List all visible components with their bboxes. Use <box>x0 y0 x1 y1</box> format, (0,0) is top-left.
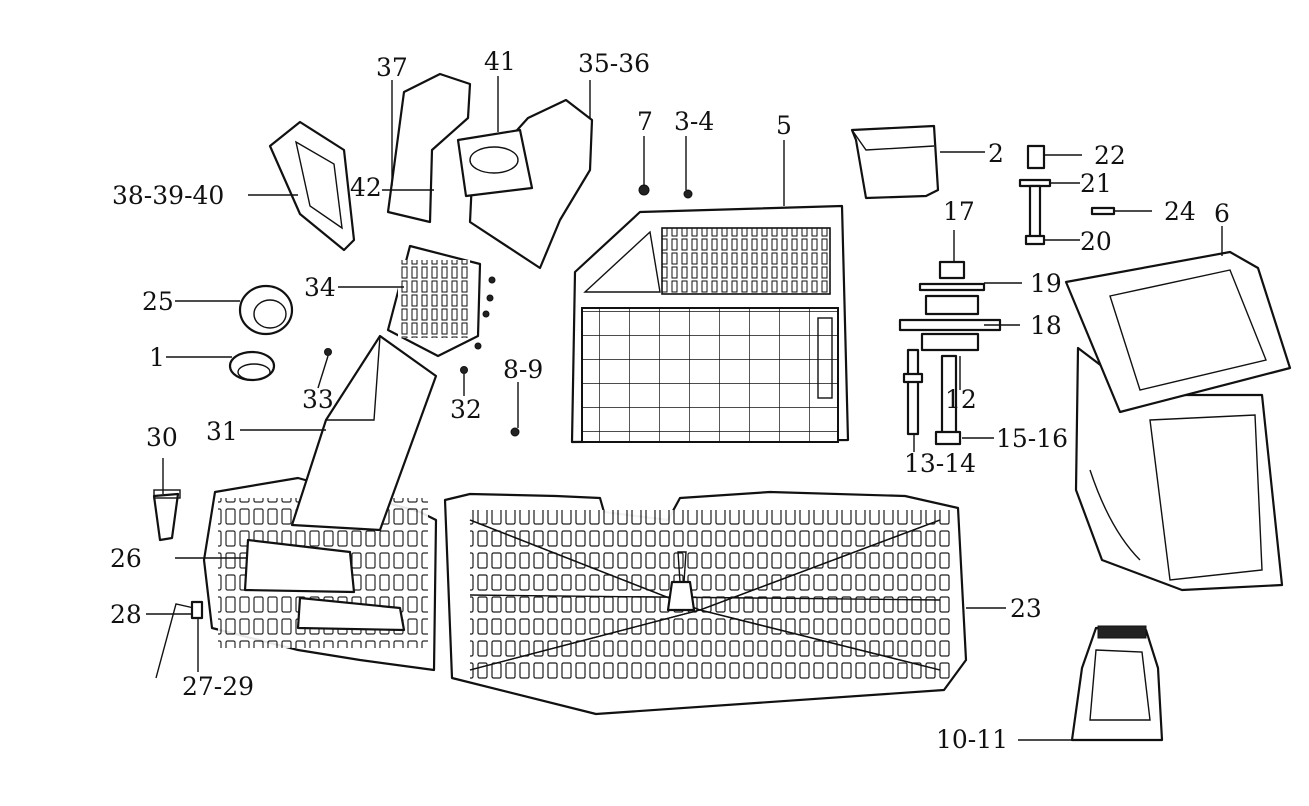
label-31: 31 <box>206 417 238 446</box>
part-25-knob <box>238 284 294 336</box>
part-23-floor <box>443 490 968 716</box>
label-10-11: 10-11 <box>936 725 1008 754</box>
label-34: 34 <box>304 273 336 302</box>
label-23: 23 <box>1010 594 1042 623</box>
leader-lines <box>146 76 1223 741</box>
label-33: 33 <box>302 385 334 414</box>
label-5: 5 <box>776 111 792 140</box>
part-10-11-seat-base <box>1070 625 1164 742</box>
label-17: 17 <box>943 197 975 226</box>
part-small-screws <box>324 184 693 437</box>
part-37-35-36-dash <box>386 72 594 270</box>
label-32: 32 <box>450 395 482 424</box>
label-38-39-40: 38-39-40 <box>112 181 224 210</box>
part-30-pedal <box>152 489 181 542</box>
label-24: 24 <box>1164 197 1196 226</box>
part-28-rod <box>155 600 204 679</box>
label-22: 22 <box>1094 141 1126 170</box>
label-27-29: 27-29 <box>182 672 254 701</box>
part-38-40-panel <box>268 120 356 252</box>
label-37: 37 <box>376 53 408 82</box>
label-15-16: 15-16 <box>996 424 1068 453</box>
label-42: 42 <box>350 173 382 202</box>
label-35-36: 35-36 <box>578 49 650 78</box>
label-3-4: 3-4 <box>674 107 714 136</box>
label-20: 20 <box>1080 227 1112 256</box>
label-19: 19 <box>1030 269 1062 298</box>
label-13-14: 13-14 <box>904 449 976 478</box>
label-1: 1 <box>149 343 165 372</box>
part-31-column <box>290 334 438 532</box>
part-2-tray <box>850 124 940 200</box>
label-21: 21 <box>1080 169 1112 198</box>
label-26: 26 <box>110 544 142 573</box>
label-8-9: 8-9 <box>503 355 543 384</box>
part-34-vent <box>386 244 482 358</box>
label-18: 18 <box>1030 311 1062 340</box>
part-1-cap <box>228 350 276 382</box>
part-17-19-18-12-stack <box>898 260 1002 446</box>
part-6-rear-body <box>1064 250 1292 592</box>
label-41: 41 <box>484 47 516 76</box>
label-7: 7 <box>637 107 653 136</box>
label-25: 25 <box>142 287 174 316</box>
label-30: 30 <box>146 423 178 452</box>
part-5-panel <box>570 204 850 444</box>
label-2: 2 <box>988 139 1004 168</box>
label-6: 6 <box>1214 199 1230 228</box>
callout-labels: 1 2 3-4 5 6 7 8-9 10-11 12 13-14 15-16 1… <box>110 47 1230 754</box>
label-12: 12 <box>945 385 977 414</box>
label-28: 28 <box>110 600 142 629</box>
